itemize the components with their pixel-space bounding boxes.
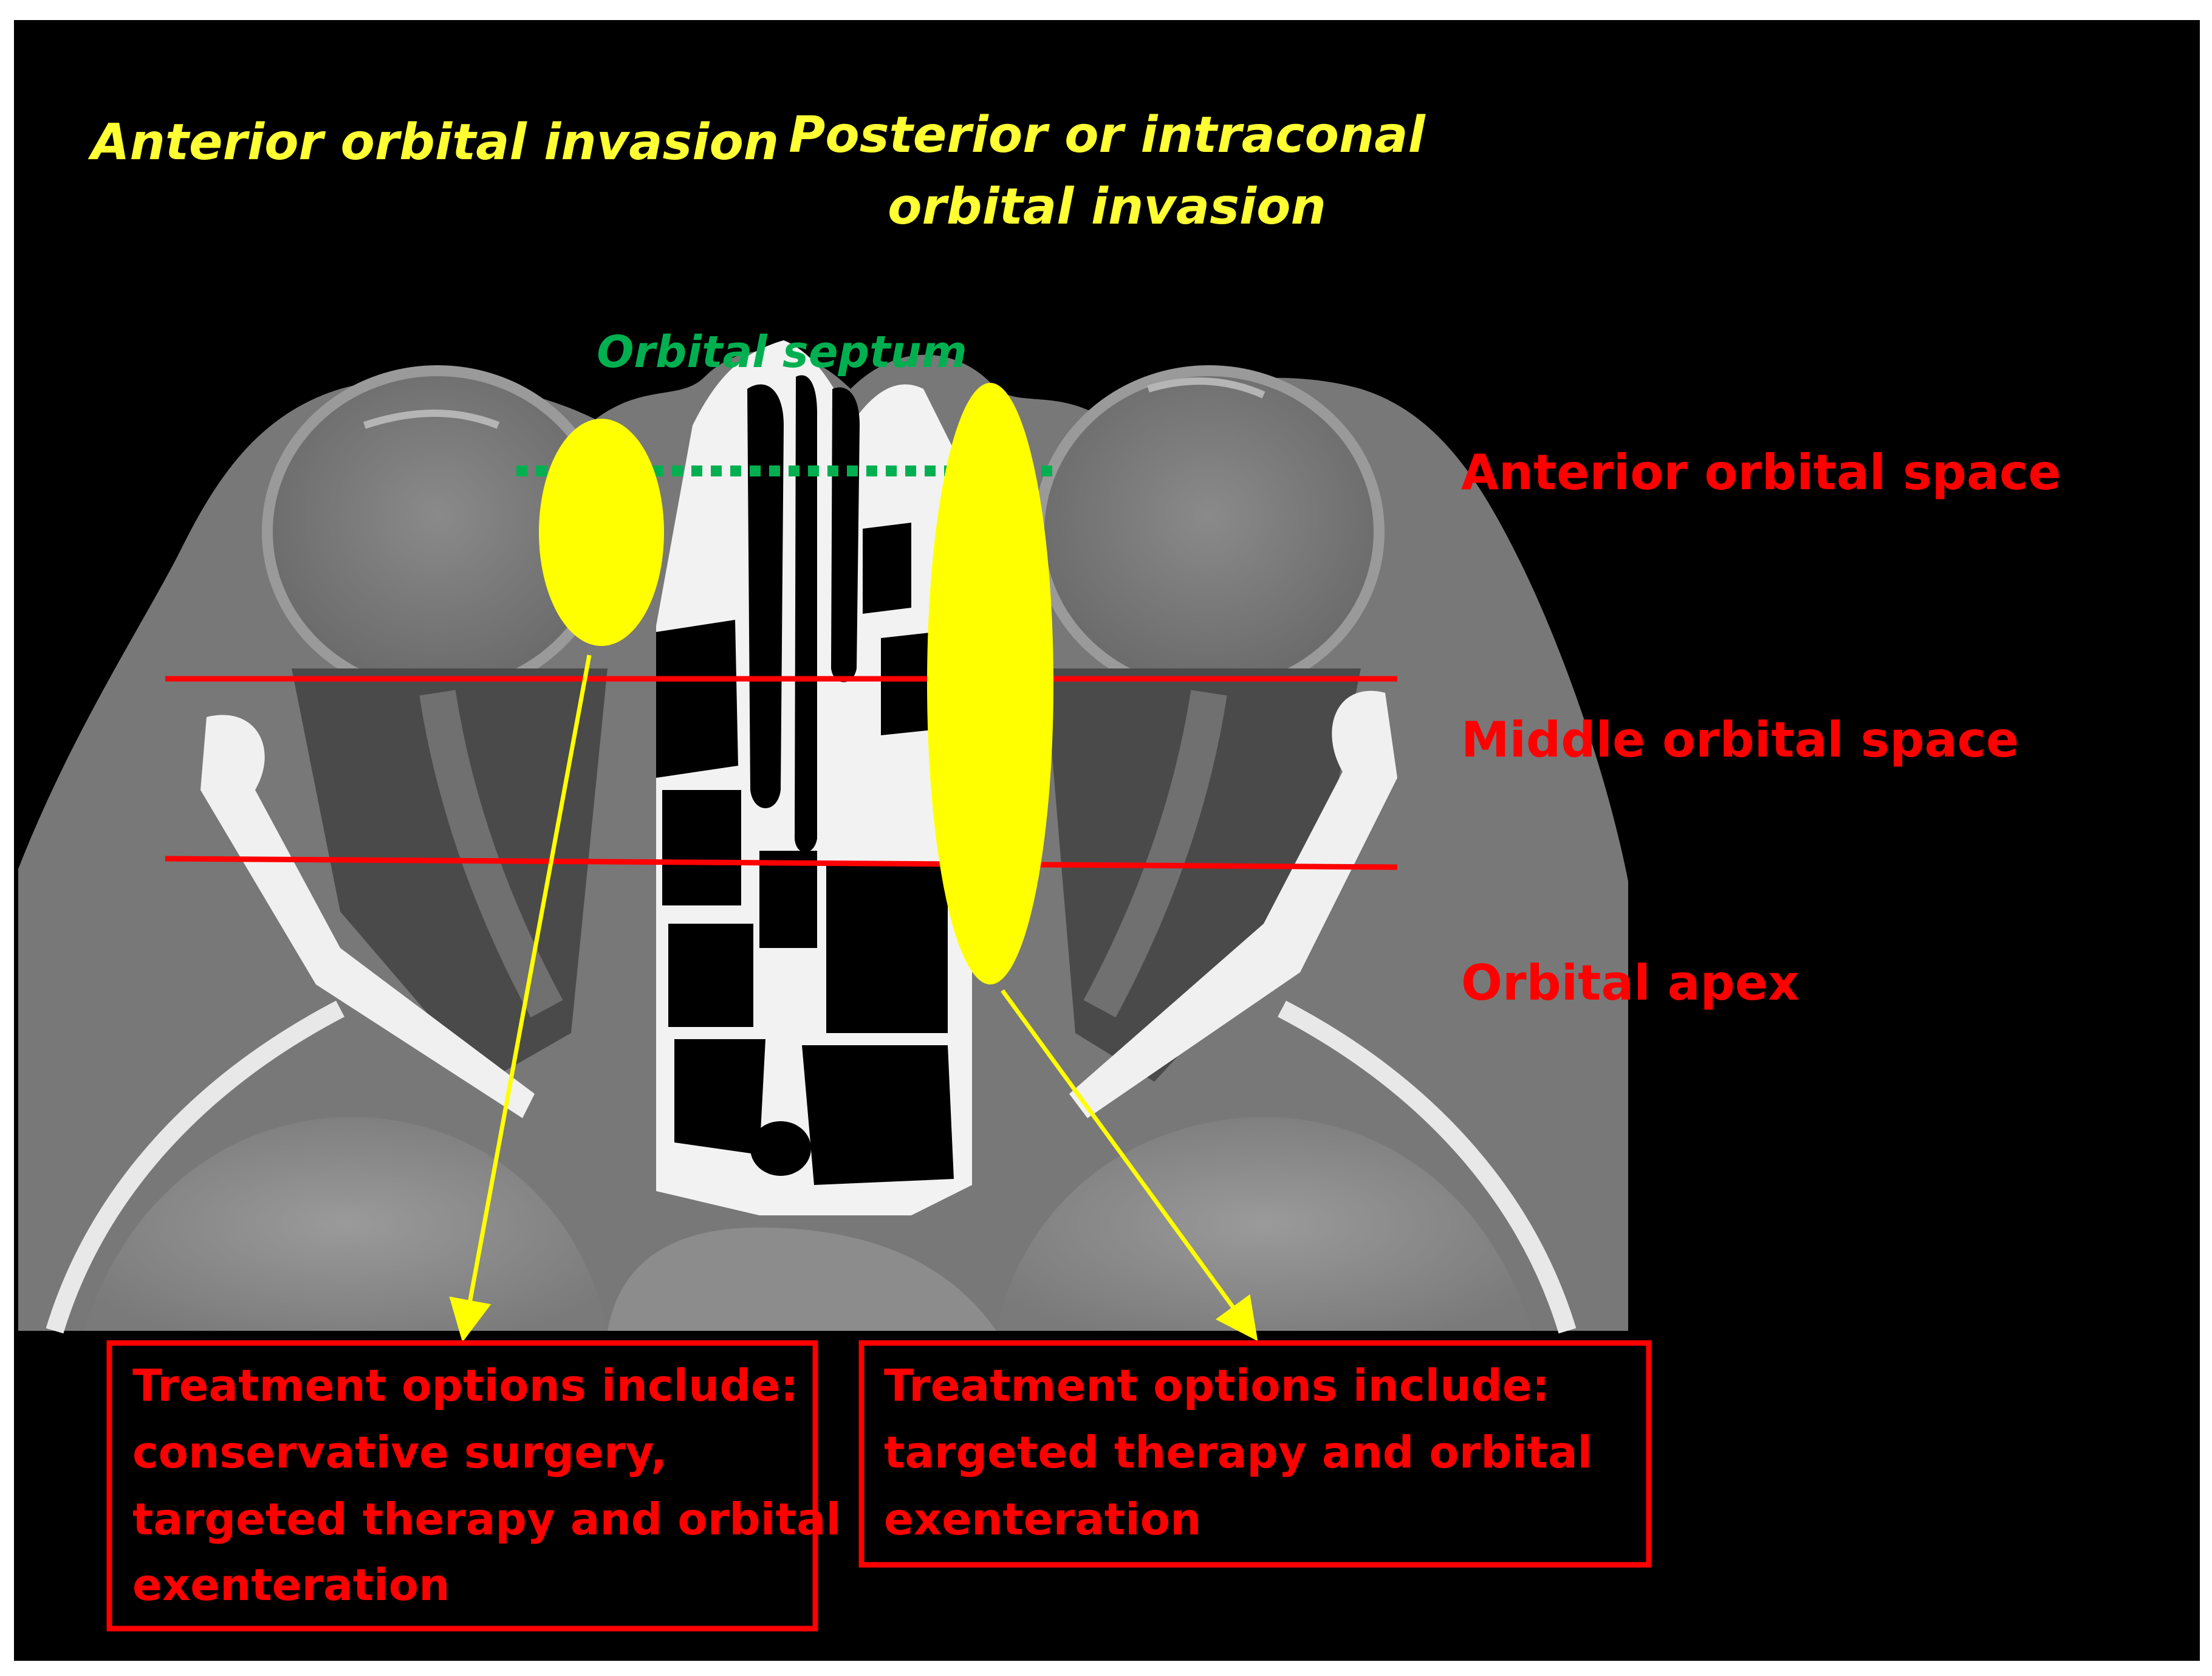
posterior-invasion-label-line1: Posterior or intraconal bbox=[789, 106, 1426, 164]
left-arrow bbox=[449, 654, 592, 1342]
right-treatment-box-border bbox=[858, 1340, 1652, 1568]
right-treatment-box: Treatment options include: targeted ther… bbox=[858, 1340, 1652, 1568]
right-box-line-2: targeted therapy and orbital bbox=[884, 1427, 1592, 1478]
right-lateral-orbital-wall bbox=[1069, 690, 1397, 1118]
left-box-line-3: targeted therapy and orbital bbox=[132, 1494, 841, 1545]
ethmoid-air-cells bbox=[656, 375, 954, 1185]
right-box-line-3: exenteration bbox=[884, 1494, 1202, 1545]
left-box-line-1: Treatment options include: bbox=[132, 1360, 798, 1411]
left-box-line-2: conservative surgery, bbox=[132, 1427, 667, 1478]
posterior-invasion-ellipse bbox=[927, 383, 1053, 984]
middle-space-label: Middle orbital space bbox=[1461, 712, 2019, 768]
right-globe bbox=[1033, 365, 1385, 698]
orbital-septum-label: Orbital septum bbox=[597, 326, 967, 377]
svg-text:Treatment options include:: Treatment options include: conservative … bbox=[132, 1360, 856, 1610]
anterior-invasion-ellipse bbox=[539, 419, 664, 646]
left-treatment-box: Treatment options include: conservative … bbox=[106, 1340, 856, 1632]
left-box-line-4: exenteration bbox=[132, 1559, 450, 1610]
right-arrow bbox=[1001, 989, 1258, 1341]
left-lateral-orbital-wall bbox=[200, 715, 535, 1118]
ct-scan-image bbox=[18, 340, 1628, 1334]
middle-apex-boundary-line bbox=[165, 856, 1398, 870]
left-treatment-box-border bbox=[106, 1340, 818, 1632]
orbital-apex-label: Orbital apex bbox=[1461, 955, 1799, 1011]
anterior-space-label: Anterior orbital space bbox=[1461, 444, 2061, 501]
posterior-invasion-label-line2: orbital invasion bbox=[888, 178, 1326, 236]
left-temporal-lobe bbox=[85, 1117, 608, 1331]
anterior-invasion-label: Anterior orbital invasion bbox=[87, 114, 779, 171]
right-box-line-1: Treatment options include: bbox=[884, 1360, 1550, 1411]
svg-text:Treatment options include:: Treatment options include: targeted ther… bbox=[884, 1360, 1608, 1545]
right-temporal-lobe bbox=[996, 1117, 1531, 1331]
